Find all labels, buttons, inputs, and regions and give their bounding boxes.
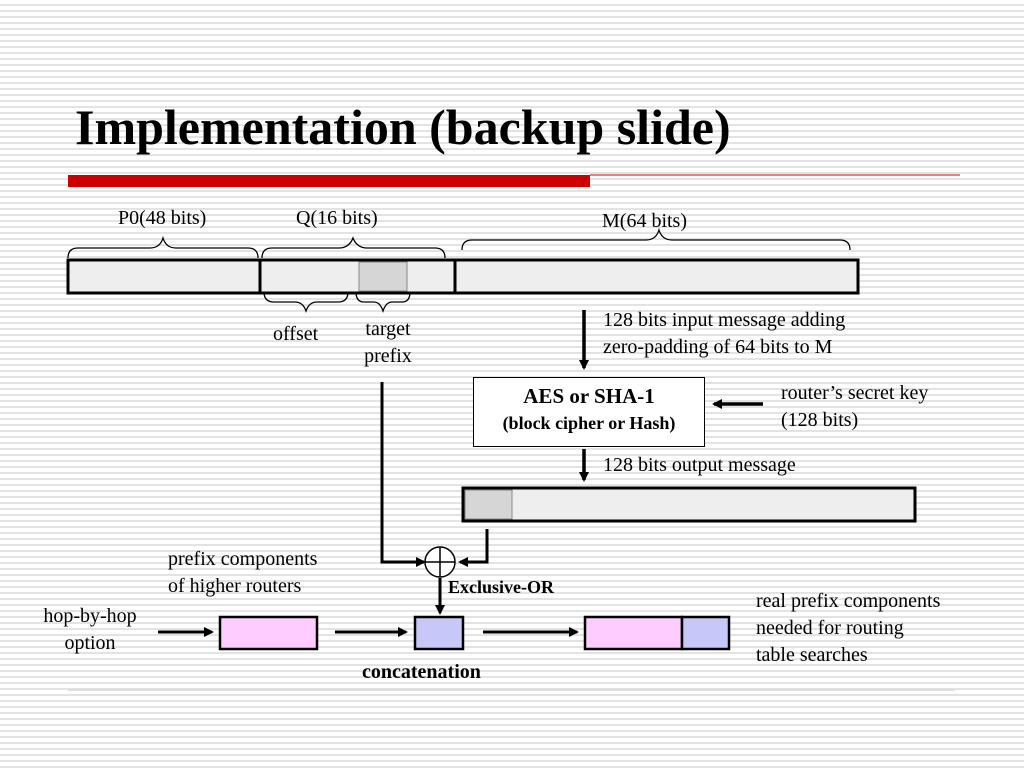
real-prefix-line1: real prefix components — [756, 590, 941, 612]
cipher-box: AES or SHA-1 (block cipher or Hash) — [473, 377, 705, 447]
real-prefix-line3: table searches — [756, 644, 868, 666]
p0-brace — [67, 235, 259, 259]
q-label: Q(16 bits) — [296, 207, 378, 229]
xor-label: Exclusive-OR — [448, 577, 554, 597]
key-note-line1: router’s secret key — [781, 382, 929, 404]
cipher-box-line2: (block cipher or Hash) — [502, 413, 676, 433]
key-note-line2: (128 bits) — [781, 409, 859, 431]
target-to-xor-line — [380, 382, 426, 567]
real-prefix-note: real prefix components needed for routin… — [756, 588, 940, 669]
cipher-box-line1: AES or SHA-1 — [523, 384, 655, 408]
target-prefix-label: target prefix — [350, 316, 426, 370]
input-note-line2: zero-padding of 64 bits to M — [603, 336, 833, 358]
m-label: M(64 bits) — [602, 210, 687, 232]
slide-title: Implementation (backup slide) — [75, 99, 731, 155]
q-brace — [261, 236, 446, 259]
output-message-bar — [461, 486, 917, 523]
offset-label: offset — [273, 323, 319, 345]
output-to-xor-line — [458, 529, 489, 567]
hop-line1: hop-by-hop — [43, 605, 137, 627]
xor-symbol — [424, 546, 456, 578]
hop-by-hop-note: hop-by-hop option — [20, 603, 160, 657]
target-prefix-brace — [355, 291, 411, 314]
output-note: 128 bits output message — [603, 454, 796, 476]
result-pink-part — [583, 615, 684, 651]
output-prefix-cell — [464, 489, 513, 520]
xor-result-box — [413, 615, 465, 651]
title-accent-bar — [68, 175, 590, 187]
key-note: router’s secret key (128 bits) — [781, 380, 928, 434]
higher-prefix-note: prefix components of higher routers — [168, 546, 317, 600]
input-note-line1: 128 bits input message adding — [603, 309, 846, 331]
higher-prefix-line2: of higher routers — [168, 575, 302, 597]
higher-prefix-line1: prefix components — [168, 548, 318, 570]
higher-prefix-box — [218, 615, 319, 651]
target-prefix-line1: target — [365, 318, 411, 340]
result-lavender-part — [680, 615, 731, 651]
real-prefix-line2: needed for routing — [756, 617, 904, 639]
target-prefix-line2: prefix — [364, 345, 412, 367]
target-prefix-cell — [358, 261, 408, 292]
concatenation-label: concatenation — [362, 661, 481, 683]
input-note: 128 bits input message adding zero-paddi… — [603, 307, 845, 361]
offset-brace — [263, 291, 349, 314]
hop-line2: option — [64, 632, 116, 654]
m-brace — [461, 227, 851, 251]
p0-label: P0(48 bits) — [118, 207, 207, 229]
message-field-bar — [66, 258, 860, 295]
